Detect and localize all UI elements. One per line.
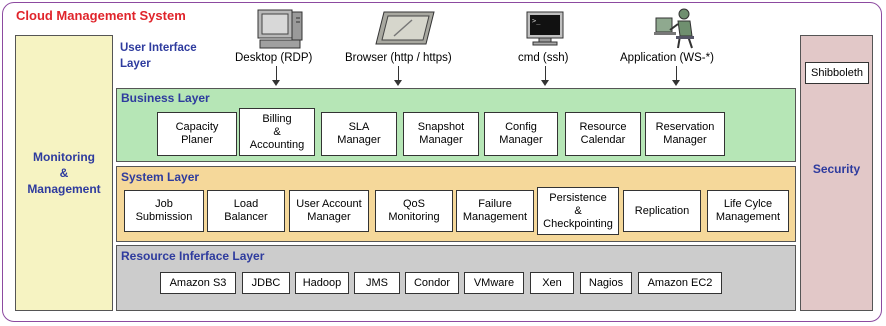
text-line: Manager — [499, 134, 543, 146]
text-line: Life Cylce — [723, 198, 773, 210]
text-line: Snapshot — [417, 121, 465, 133]
security-label: Security — [812, 162, 861, 176]
terminal-monitor-icon: >_ — [526, 11, 564, 46]
text-line: Resource — [579, 121, 627, 133]
arrow-cmd — [545, 66, 546, 81]
arrowhead-desktop — [272, 80, 280, 86]
text-line: Monitoring — [388, 211, 440, 223]
text-line: Reservation — [655, 121, 715, 133]
component-jdbc: JDBC — [242, 272, 290, 294]
text-line: Failure — [478, 198, 512, 210]
text-line: Manager — [337, 134, 381, 146]
arrow-browser — [398, 66, 399, 81]
ui-layer-label: User Interface Layer — [120, 40, 197, 72]
text-line: SLA — [348, 121, 370, 133]
client-label-cmd: cmd (ssh) — [518, 52, 569, 64]
user-at-workstation-icon — [654, 8, 694, 49]
text-line: Accounting — [249, 138, 305, 151]
text-line: QoS — [402, 198, 425, 210]
text-line: Planer — [181, 134, 213, 146]
text-line: Manager — [307, 211, 351, 223]
ui-layer-label-line1: User Interface — [120, 42, 197, 54]
monitoring-label-line1: Monitoring — [33, 150, 95, 164]
component-vmware: VMware — [464, 272, 524, 294]
arrow-desktop — [276, 66, 277, 81]
ui-layer-label-line2: Layer — [120, 58, 151, 70]
text-line: Checkpointing — [543, 217, 613, 230]
text-line: Replication — [634, 204, 690, 217]
text-line: Management — [715, 211, 781, 223]
component-replication: Replication — [623, 190, 701, 232]
text-line: Balancer — [224, 211, 268, 223]
text-line: Calendar — [580, 134, 626, 146]
text-line: & — [574, 204, 582, 217]
text-line: Capacity — [175, 121, 219, 133]
component-xen: Xen — [530, 272, 574, 294]
text-line: Job — [155, 198, 173, 210]
arrowhead-browser — [394, 80, 402, 86]
text-line: Manager — [419, 134, 463, 146]
arrowhead-cmd — [541, 80, 549, 86]
diagram-title: Cloud Management System — [16, 8, 186, 23]
component-jms: JMS — [354, 272, 400, 294]
resource-layer-title: Resource Inferface Layer — [121, 249, 265, 263]
client-label-desktop: Desktop (RDP) — [235, 52, 313, 64]
component-nagios: Nagios — [580, 272, 632, 294]
component-persistence-checkpointing: Persistence&Checkpointing — [537, 187, 619, 235]
text-line: Management — [462, 211, 528, 223]
client-label-browser: Browser (http / https) — [345, 52, 452, 64]
text-line: & — [273, 125, 281, 138]
text-line: Config — [505, 121, 537, 133]
component-condor: Condor — [405, 272, 459, 294]
text-line: Persistence — [549, 191, 607, 204]
arrowhead-application — [672, 80, 680, 86]
component-amazon-ec2: Amazon EC2 — [638, 272, 722, 294]
text-line: Load — [233, 198, 259, 210]
shibboleth-box: Shibboleth — [805, 62, 869, 84]
monitoring-label-line3: Management — [27, 182, 101, 196]
text-line: User Account — [296, 198, 362, 210]
component-billing-accounting: Billing&Accounting — [239, 108, 315, 156]
system-layer-title: System Layer — [121, 170, 200, 184]
arrow-application — [676, 66, 677, 81]
text-line: Billing — [262, 112, 292, 125]
business-layer-title: Business Layer — [121, 91, 210, 105]
tablet-browser-icon — [375, 11, 435, 45]
component-hadoop: Hadoop — [295, 272, 349, 294]
svg-text:>_: >_ — [532, 17, 541, 25]
monitoring-management-panel: Monitoring & Management — [15, 35, 113, 311]
text-line: Manager — [663, 134, 707, 146]
desktop-computer-icon — [257, 9, 303, 49]
component-amazon-s3: Amazon S3 — [160, 272, 236, 294]
client-label-application: Application (WS-*) — [620, 52, 714, 64]
text-line: Submission — [135, 211, 193, 223]
monitoring-label-line2: & — [59, 166, 69, 180]
